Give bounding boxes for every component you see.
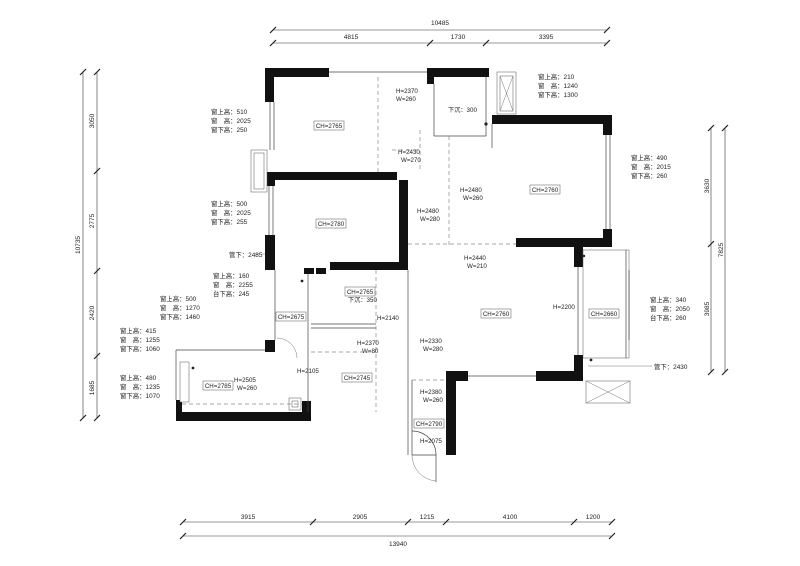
ceiling-label-bedroom-1: CH=2765 — [316, 123, 343, 130]
opening-h-1: H=2370 — [396, 88, 418, 95]
opening-w-9: W=260 — [423, 397, 443, 404]
opening-w-3: W=260 — [463, 195, 483, 202]
window-note-5-line-3: 窗下高：1060 — [120, 344, 160, 353]
right-dimension-chain: 3630 3985 7825 — [704, 124, 729, 376]
window-note-2-line-1: 窗上高：500 — [211, 199, 248, 208]
opening-h-6: H=2370 — [357, 340, 379, 347]
opening-w-8: W=260 — [237, 385, 257, 392]
dim-top-total: 10485 — [431, 20, 449, 27]
pipe-note-2: 管下：2430 — [654, 362, 688, 371]
window-note-5-line-2: 窗 高：1255 — [120, 335, 160, 344]
pipe-notes: 管下：2485 管下：2430 — [229, 250, 688, 371]
top-dimension-chain: 10485 4815 1730 3395 — [269, 20, 611, 47]
height-label-4: H=2075 — [420, 438, 442, 445]
window-note-8-line-2: 窗 高：2015 — [631, 162, 671, 171]
dim-bottom-seg-5: 1200 — [586, 514, 601, 521]
ceiling-label-entry: CH=2790 — [416, 421, 443, 428]
opening-labels: H=2370 W=260 H=2430 W=270 H=2480 W=260 H… — [234, 88, 575, 445]
ceiling-labels: CH=2765 CH=2780 CH=2760 CH=2760 CH=2660 … — [202, 120, 620, 429]
dim-right-seg-2: 3985 — [704, 301, 711, 316]
window-note-8-line-3: 窗下高：260 — [631, 171, 668, 180]
opening-h-8: H=2505 — [234, 377, 256, 384]
dim-left-seg-4: 1685 — [89, 380, 96, 395]
dim-top-seg-1: 4815 — [344, 34, 359, 41]
beam-dashed-lines — [182, 77, 516, 412]
ceiling-label-kitchen: CH=2765 — [347, 289, 374, 296]
pipe-note-1: 管下：2485 — [229, 250, 263, 259]
height-label-1: H=2140 — [377, 315, 399, 322]
opening-h-3: H=2480 — [460, 187, 482, 194]
opening-w-2: W=270 — [401, 157, 421, 164]
window-note-1-line-1: 窗上高：510 — [211, 107, 248, 116]
opening-w-7: W=280 — [423, 346, 443, 353]
ceiling-label-dining: CH=2745 — [344, 375, 371, 382]
drop-label-2: 下沉：350 — [348, 296, 377, 304]
thin-partitions — [175, 71, 631, 482]
dim-bottom-total: 13940 — [389, 541, 407, 548]
window-note-7-line-3: 窗下高：1300 — [538, 90, 578, 99]
window-notes: 窗上高：510 窗 高：2025 窗下高：250 窗上高：500 窗 高：202… — [120, 72, 690, 400]
window-note-6-line-2: 窗 高：1235 — [120, 382, 160, 391]
structural-walls — [176, 68, 612, 455]
ceiling-label-living-lower: CH=2760 — [483, 311, 510, 318]
dim-bottom-seg-3: 1215 — [420, 514, 435, 521]
left-dimension-chain: 10735 3050 2775 2420 1685 — [75, 68, 101, 422]
window-note-6-line-1: 窗上高：480 — [120, 373, 157, 382]
window-note-1-line-3: 窗下高：250 — [211, 125, 248, 134]
dim-right-seg-1: 3630 — [704, 178, 711, 193]
opening-h-2: H=2430 — [398, 149, 420, 156]
opening-h-7: H=2330 — [420, 338, 442, 345]
window-note-7-line-1: 窗上高：210 — [538, 72, 575, 81]
window-note-3-line-3: 台下高：245 — [213, 289, 250, 298]
window-note-2-line-3: 窗下高：255 — [211, 217, 248, 226]
opening-h-4: H=2480 — [417, 208, 439, 215]
ceiling-label-balcony: CH=2660 — [591, 311, 618, 318]
window-note-9-line-1: 窗上高：340 — [650, 295, 687, 304]
opening-w-5: W=210 — [467, 263, 487, 270]
dim-left-seg-1: 3050 — [89, 113, 96, 128]
dim-left-seg-3: 2420 — [89, 305, 96, 320]
ceiling-label-bath-small: CH=2675 — [278, 314, 305, 321]
dim-left-total: 10735 — [75, 236, 82, 254]
dim-bottom-seg-2: 2905 — [353, 514, 368, 521]
opening-w-1: W=260 — [396, 96, 416, 103]
height-label-2: H=2200 — [553, 304, 575, 311]
window-note-2-line-2: 窗 高：2025 — [211, 208, 251, 217]
opening-h-5: H=2440 — [464, 255, 486, 262]
opening-w-4: W=280 — [420, 216, 440, 223]
window-note-1-line-2: 窗 高：2025 — [211, 116, 251, 125]
drop-label-1: 下沉：300 — [448, 106, 477, 114]
opening-h-9: H=2380 — [420, 389, 442, 396]
ceiling-label-living-upper: CH=2760 — [532, 187, 559, 194]
window-note-9-line-2: 窗 高：2050 — [650, 304, 690, 313]
dim-bottom-seg-4: 4100 — [503, 514, 518, 521]
bottom-dimension-chain: 3915 2905 1215 4100 1200 13940 — [179, 514, 616, 548]
dim-top-seg-2: 1730 — [451, 34, 466, 41]
window-note-4-line-1: 窗上高：500 — [160, 294, 197, 303]
dim-top-seg-3: 3395 — [539, 34, 554, 41]
window-note-7-line-2: 窗 高：1240 — [538, 81, 578, 90]
ceiling-label-left-room: CH=2785 — [205, 383, 232, 390]
dim-left-seg-2: 2775 — [89, 213, 96, 228]
window-note-6-line-3: 窗下高：1070 — [120, 391, 160, 400]
window-note-4-line-3: 窗下高：1460 — [160, 312, 200, 321]
window-note-4-line-2: 窗 高：1270 — [160, 303, 200, 312]
opening-w-6: W=80 — [362, 348, 379, 355]
window-note-3-line-1: 窗上高：160 — [213, 271, 250, 280]
height-label-3: H=2105 — [297, 368, 319, 375]
window-note-8-line-1: 窗上高：490 — [631, 153, 668, 162]
fixture-markers — [191, 122, 593, 370]
window-note-5-line-1: 窗上高：415 — [120, 326, 157, 335]
window-note-9-line-3: 台下高：260 — [650, 313, 687, 322]
dim-bottom-seg-1: 3915 — [241, 514, 256, 521]
window-note-3-line-2: 窗 高：2255 — [213, 280, 253, 289]
ceiling-label-bedroom-2: CH=2780 — [318, 221, 345, 228]
dim-right-total: 7825 — [718, 242, 725, 257]
